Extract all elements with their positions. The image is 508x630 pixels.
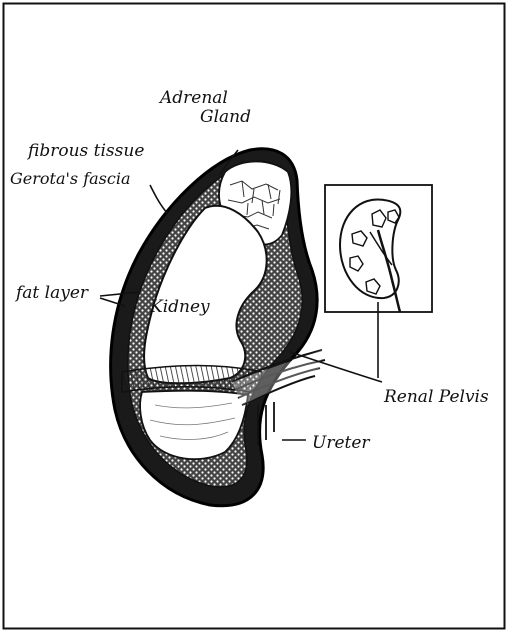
label-kidney: Kidney <box>149 297 210 317</box>
label-fibrous-tissue: fibrous tissue <box>26 141 144 161</box>
label-gland: Gland <box>200 107 251 127</box>
label-renal-pelvis: Renal Pelvis <box>383 387 489 407</box>
label-gerotas-fascia: Gerota's fascia <box>10 169 130 188</box>
inset-kidney-section <box>325 185 432 312</box>
label-ureter: Ureter <box>312 433 370 453</box>
label-adrenal: Adrenal <box>158 88 228 108</box>
label-fat-layer: fat layer <box>14 283 89 303</box>
